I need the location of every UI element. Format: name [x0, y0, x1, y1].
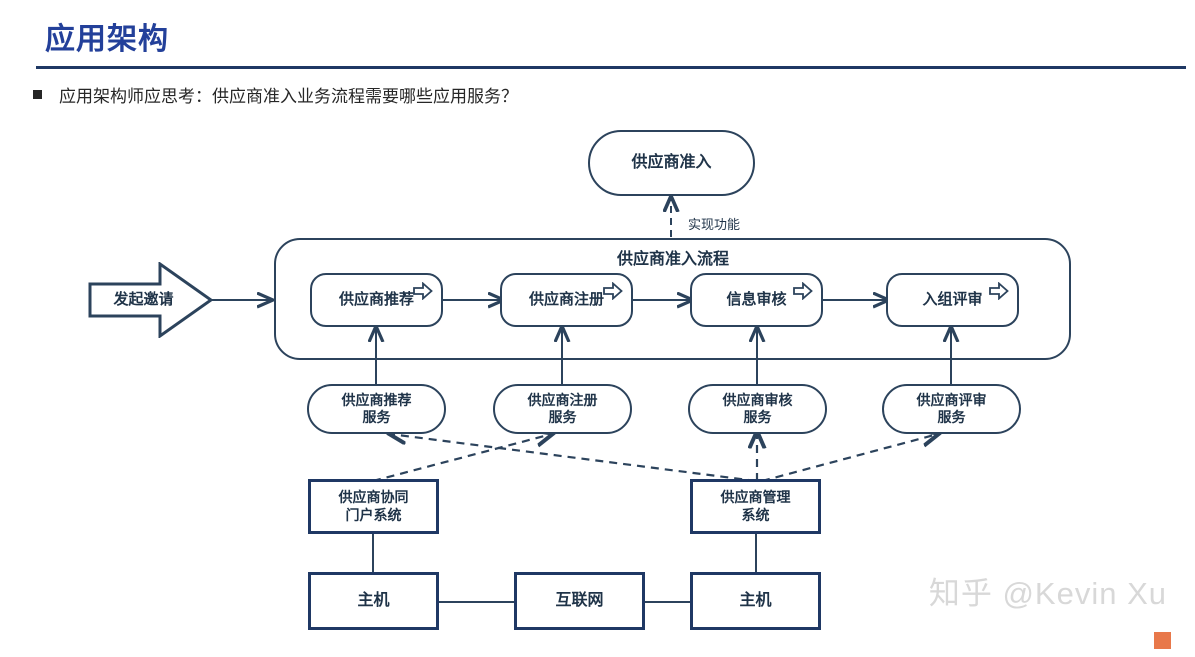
realize-edge-label: 实现功能 [688, 217, 741, 232]
process-step-4-label: 入组评审 [922, 290, 983, 308]
edge-host1-internet [437, 601, 515, 603]
process-step-2[interactable]: 供应商注册 [500, 273, 633, 327]
infrastructure-node-3[interactable]: 主机 [690, 572, 821, 630]
process-container[interactable] [274, 238, 1071, 360]
infrastructure-node-2[interactable]: 互联网 [514, 572, 645, 630]
process-step-1[interactable]: 供应商推荐 [310, 273, 443, 327]
infrastructure-node-2-label: 互联网 [555, 592, 604, 609]
infrastructure-node-3-label: 主机 [739, 592, 772, 609]
watermark-text: 知乎 @Kevin Xu [928, 576, 1167, 611]
process-step-1-label: 供应商推荐 [338, 290, 414, 308]
bullet-square-icon [33, 90, 42, 99]
service-node-2-label: 供应商注册 服务 [527, 391, 598, 426]
service-node-3[interactable]: 供应商审核 服务 [688, 384, 827, 434]
bullet-row: 应用架构师应思考：供应商准入业务流程需要哪些应用服务？ [33, 82, 518, 107]
capability-node[interactable]: 供应商准入 [588, 130, 755, 196]
process-step-3-label: 信息审核 [726, 290, 787, 308]
edge-management-to-service1 [390, 434, 757, 483]
infrastructure-node-1-label: 主机 [357, 592, 390, 609]
right-arrow-icon [989, 282, 1009, 300]
system-node-2[interactable]: 供应商管理 系统 [690, 479, 821, 534]
system-node-2-label: 供应商管理 系统 [720, 489, 791, 523]
system-node-1-label: 供应商协同 门户系统 [338, 489, 409, 523]
service-node-1-label: 供应商推荐 服务 [341, 391, 412, 426]
edge-portal-to-service2 [372, 434, 552, 483]
title-divider [36, 66, 1186, 69]
service-node-2[interactable]: 供应商注册 服务 [493, 384, 632, 434]
right-arrow-icon [413, 282, 433, 300]
process-step-4[interactable]: 入组评审 [886, 273, 1019, 327]
start-block-arrow-icon [88, 262, 213, 338]
service-node-3-label: 供应商审核 服务 [722, 391, 793, 426]
service-node-4-label: 供应商评审 服务 [916, 391, 987, 426]
edge-management-to-host2 [755, 534, 757, 572]
process-container-caption: 供应商准入流程 [617, 251, 730, 268]
edge-management-to-service4 [761, 434, 938, 483]
edge-internet-host2 [645, 601, 690, 603]
edge-portal-to-host1 [372, 534, 374, 572]
page-title: 应用架构 [45, 23, 169, 56]
process-step-2-label: 供应商注册 [528, 290, 604, 308]
infrastructure-node-1[interactable]: 主机 [308, 572, 439, 630]
right-arrow-icon [793, 282, 813, 300]
start-arrow-label: 发起邀请 [113, 291, 174, 308]
watermark-square-icon [1154, 632, 1171, 649]
right-arrow-icon [603, 282, 623, 300]
service-node-1[interactable]: 供应商推荐 服务 [307, 384, 446, 434]
system-node-1[interactable]: 供应商协同 门户系统 [308, 479, 439, 534]
process-step-3[interactable]: 信息审核 [690, 273, 823, 327]
capability-label: 供应商准入 [631, 154, 712, 171]
bullet-text: 应用架构师应思考：供应商准入业务流程需要哪些应用服务？ [59, 87, 518, 106]
service-node-4[interactable]: 供应商评审 服务 [882, 384, 1021, 434]
